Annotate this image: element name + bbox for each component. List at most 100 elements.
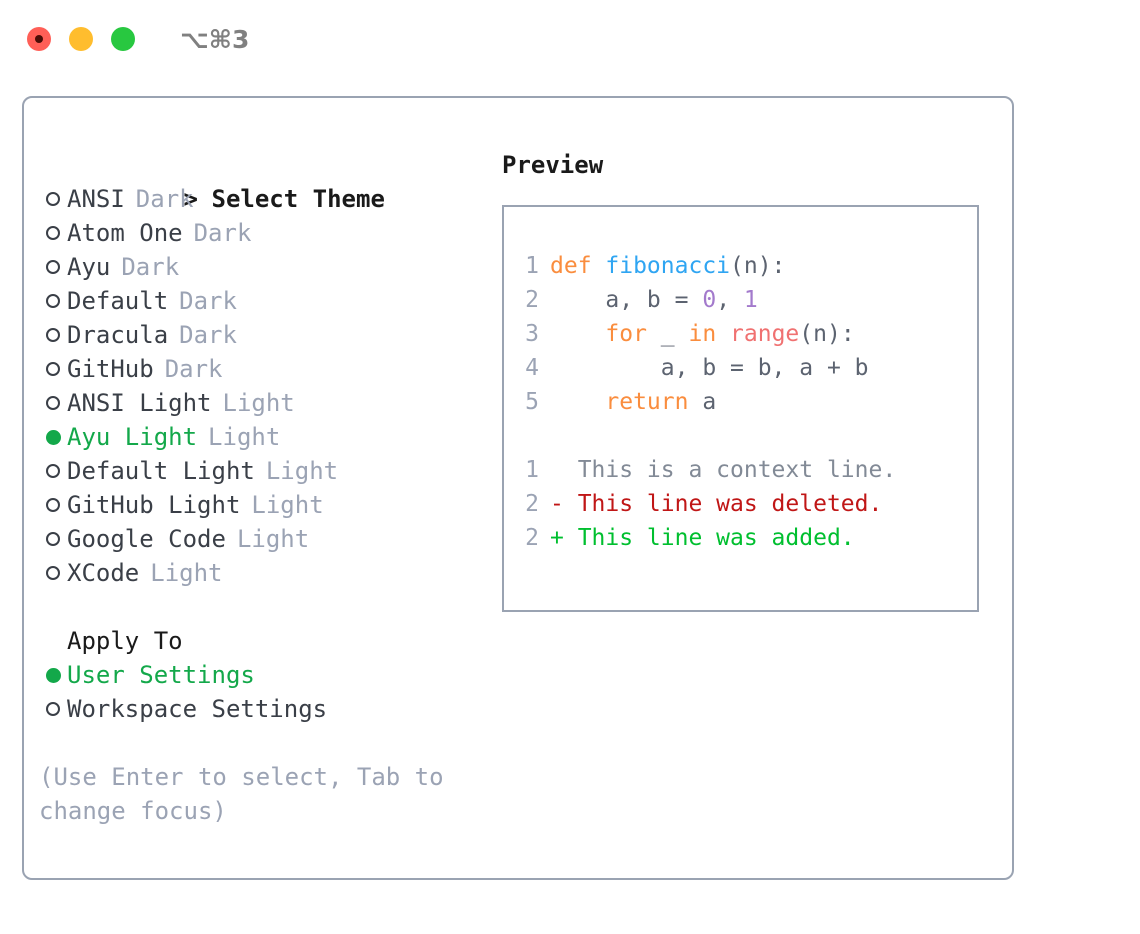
theme-name: Default Light — [67, 457, 255, 485]
theme-name: Ayu Light — [67, 423, 198, 451]
radio-unselected-icon — [39, 192, 67, 206]
code-token-kw: for — [605, 321, 647, 347]
radio-unselected-icon — [39, 702, 67, 716]
code-line-number: 4 — [525, 355, 539, 381]
diff-line: 2 - This line was deleted. — [504, 487, 977, 521]
theme-variant-tag: Light — [251, 491, 324, 519]
theme-variant-tag: Light — [265, 457, 339, 485]
code-token-plain: _ — [646, 321, 689, 347]
list-spacer — [39, 590, 489, 624]
theme-variant-tag: Dark — [164, 355, 223, 383]
code-token-plain: a, b = b, a + b — [550, 355, 869, 381]
theme-list-item[interactable]: Default Light Light — [39, 454, 489, 488]
radio-unselected-icon — [39, 328, 67, 342]
close-button[interactable] — [27, 27, 51, 51]
window-controls — [27, 27, 135, 51]
code-line: 2 a, b = 0, 1 — [504, 283, 977, 317]
recording-indicator-icon — [35, 35, 43, 43]
code-line: 1 def fibonacci(n): — [504, 249, 977, 283]
code-token-plain: (n): — [730, 253, 786, 279]
theme-name: GitHub Light — [67, 491, 241, 519]
theme-name: Google Code — [67, 525, 226, 553]
radio-unselected-icon — [39, 260, 67, 274]
radio-unselected-icon — [39, 396, 67, 410]
radio-selected-icon — [39, 667, 67, 683]
diff-line-text: + This line was added. — [550, 525, 855, 551]
code-token-bltn: range — [730, 321, 800, 347]
code-token-plain — [716, 321, 730, 347]
theme-list-item[interactable]: Ayu Dark — [39, 250, 489, 284]
theme-list-item[interactable]: GitHub Light Light — [39, 488, 489, 522]
diff-line-text: - This line was deleted. — [550, 491, 883, 517]
code-token-plain — [550, 321, 605, 347]
theme-list-item[interactable]: Default Dark — [39, 284, 489, 318]
window-title-shortcut: ⌥⌘3 — [180, 24, 250, 54]
apply-to-label: Workspace Settings — [67, 695, 328, 723]
theme-name: Atom One — [67, 219, 183, 247]
theme-variant-tag: Dark — [193, 219, 252, 247]
diff-line-number: 2 — [525, 491, 539, 517]
theme-variant-tag: Light — [150, 559, 223, 587]
theme-name: XCode — [67, 559, 140, 587]
radio-unselected-icon — [39, 464, 67, 478]
code-token-num: 0 — [702, 287, 717, 313]
radio-unselected-icon — [39, 226, 67, 240]
apply-to-label: User Settings — [67, 661, 255, 689]
theme-list-item[interactable]: GitHub Dark — [39, 352, 489, 386]
theme-variant-tag: Light — [222, 389, 295, 417]
radio-unselected-icon — [39, 498, 67, 512]
theme-list-item[interactable]: Atom One Dark — [39, 216, 489, 250]
code-line-source: for _ in range(n): — [550, 317, 855, 351]
theme-variant-tag: Dark — [179, 287, 237, 315]
theme-variant-tag: Dark — [121, 253, 180, 281]
radio-unselected-icon — [39, 294, 67, 308]
apply-to-item[interactable]: User Settings — [39, 658, 489, 692]
window-titlebar: ⌥⌘3 — [0, 0, 1140, 78]
theme-name: Default — [67, 287, 169, 315]
diff-line-number: 1 — [525, 457, 539, 483]
minimize-button[interactable] — [69, 27, 93, 51]
code-token-kw: def — [550, 253, 606, 279]
code-token-plain: , — [716, 287, 744, 313]
code-token-num: 1 — [743, 287, 758, 313]
theme-name: GitHub — [67, 355, 154, 383]
code-line-number: 5 — [525, 389, 539, 415]
diff-line: 1 This is a context line. — [504, 453, 977, 487]
theme-variant-tag: Light — [208, 423, 281, 451]
code-line-source: def fibonacci(n): — [550, 249, 785, 283]
code-token-fn: fibonacci — [605, 253, 731, 279]
theme-list-item[interactable]: XCode Light — [39, 556, 489, 590]
code-line-number: 1 — [525, 253, 539, 279]
diff-line-number: 2 — [525, 525, 539, 551]
code-line: 4 a, b = b, a + b — [504, 351, 977, 385]
apply-to-heading: Apply To — [67, 627, 183, 655]
code-token-kw: in — [688, 321, 717, 347]
theme-name: ANSI — [67, 185, 125, 213]
caret-icon: > — [183, 185, 198, 213]
code-diff-gap — [504, 419, 977, 453]
code-line-number: 3 — [525, 321, 539, 347]
theme-list-item[interactable]: Ayu Light Light — [39, 420, 489, 454]
code-line: 5 return a — [504, 385, 977, 419]
theme-name: Ayu — [67, 253, 111, 281]
select-theme-heading: >Select Theme — [39, 148, 489, 213]
theme-variant-tag: Dark — [179, 321, 237, 349]
theme-list-item[interactable]: ANSI Dark — [39, 182, 489, 216]
code-token-plain: (n): — [799, 321, 855, 347]
diff-line: 2 + This line was added. — [504, 521, 977, 555]
code-token-plain — [550, 389, 605, 415]
maximize-button[interactable] — [111, 27, 135, 51]
theme-variant-tag: Dark — [135, 185, 194, 213]
diff-line-text: This is a context line. — [550, 457, 897, 483]
apply-to-item[interactable]: Workspace Settings — [39, 692, 489, 726]
